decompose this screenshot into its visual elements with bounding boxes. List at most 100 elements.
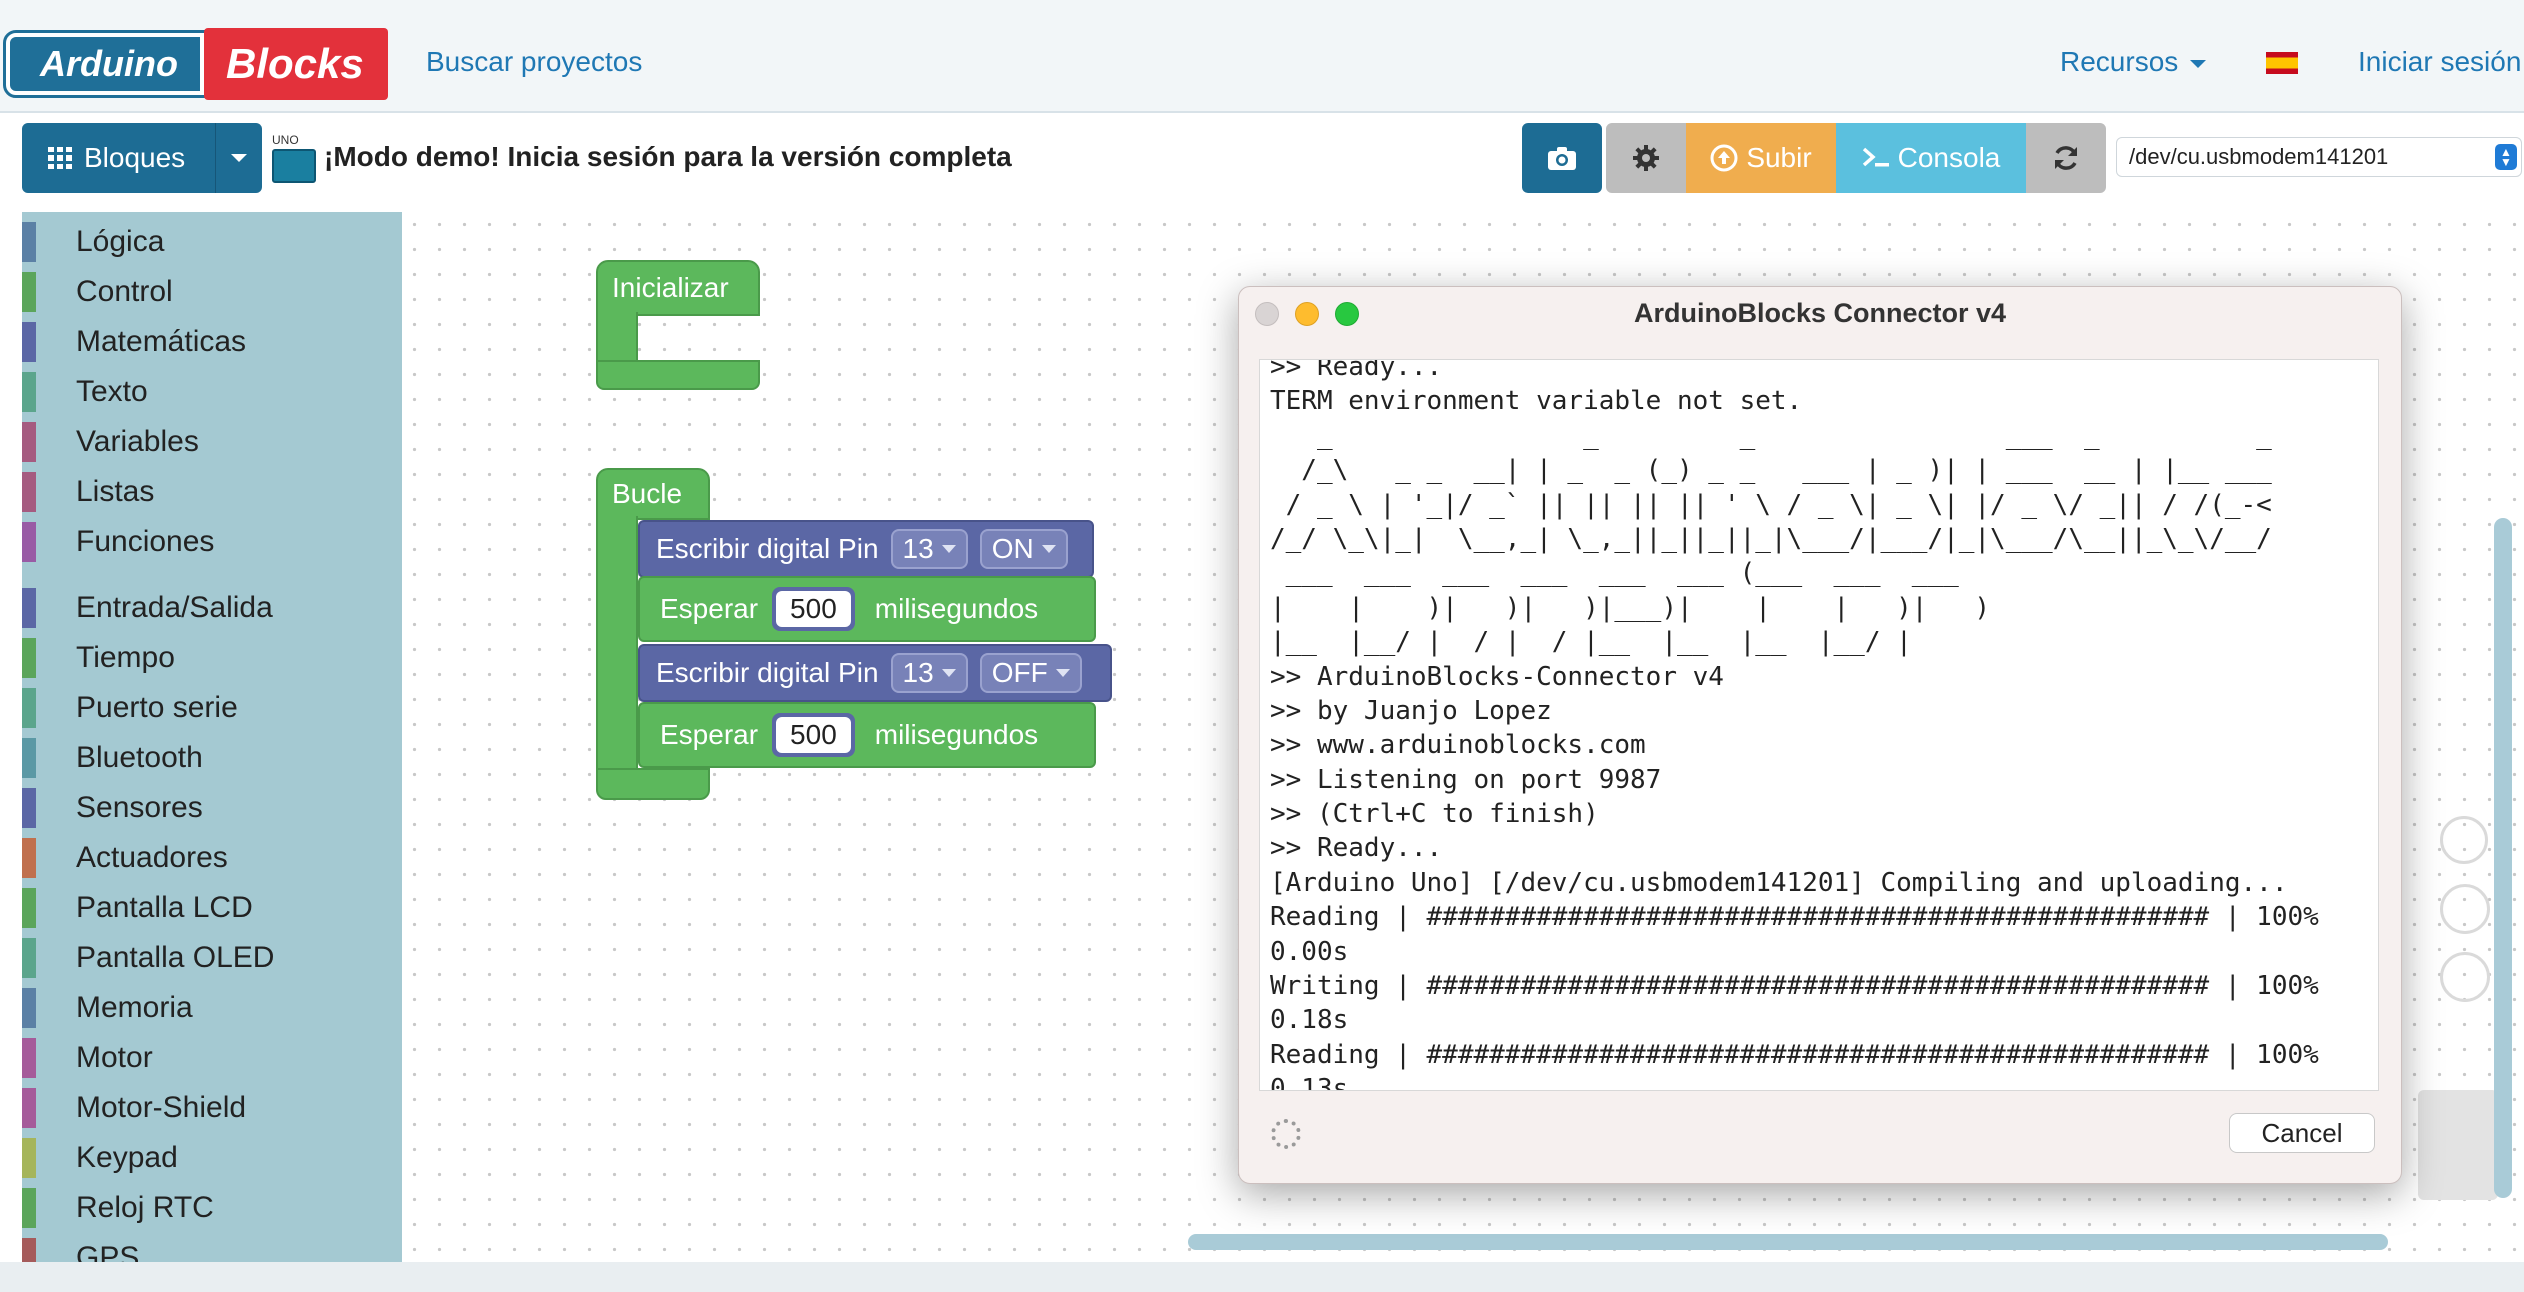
category-funciones[interactable]: Funciones — [22, 522, 402, 562]
login-link[interactable]: Iniciar sesión — [2358, 46, 2522, 77]
trash-icon[interactable] — [2418, 1090, 2498, 1200]
close-window-icon[interactable] — [1255, 302, 1279, 326]
category-color-swatch — [22, 422, 36, 462]
search-projects-link[interactable]: Buscar proyectos — [426, 46, 643, 77]
console-line: |__ |__/ | / | / |__ |__ |__ |__/ | — [1270, 627, 1912, 658]
category-puerto-serie[interactable]: Puerto serie — [22, 688, 402, 728]
resources-menu[interactable]: Recursos — [2060, 46, 2207, 78]
console-line: >> by Juanjo Lopez — [1270, 695, 1552, 726]
arduinoblocks-logo[interactable]: Arduino Blocks — [3, 28, 388, 100]
category-label: Variables — [76, 425, 199, 458]
category-control[interactable]: Control — [22, 272, 402, 312]
bottom-strip — [0, 1262, 2524, 1292]
minimize-window-icon[interactable] — [1295, 302, 1319, 326]
state-dropdown[interactable]: ON — [979, 529, 1068, 569]
state-dropdown-value: OFF — [991, 657, 1048, 688]
loop-block[interactable]: Bucle — [596, 468, 710, 520]
category-label: Tiempo — [76, 641, 175, 674]
pin-dropdown[interactable]: 13 — [890, 653, 968, 693]
settings-button[interactable] — [1606, 123, 1686, 193]
delay-label: Esperar — [660, 719, 759, 750]
category-pantalla-lcd[interactable]: Pantalla LCD — [22, 888, 402, 928]
category-bluetooth[interactable]: Bluetooth — [22, 738, 402, 778]
es-flag-icon[interactable] — [2266, 52, 2298, 74]
category-sensores[interactable]: Sensores — [22, 788, 402, 828]
category-gps[interactable]: GPS — [22, 1238, 402, 1262]
screenshot-button[interactable] — [1522, 123, 1602, 193]
upload-button-label: Subir — [1746, 142, 1812, 173]
upload-button[interactable]: Subir — [1686, 123, 1836, 193]
category-color-swatch — [22, 638, 36, 678]
console-line: Reading | ##############################… — [1270, 1039, 2319, 1070]
category-variables[interactable]: Variables — [22, 422, 402, 462]
blocks-button[interactable]: Bloques — [22, 123, 216, 193]
maximize-window-icon[interactable] — [1335, 302, 1359, 326]
setup-block[interactable]: Inicializar — [596, 260, 760, 316]
dialog-titlebar: ArduinoBlocks Connector v4 — [1239, 287, 2401, 339]
delay-value-input[interactable]: 500 — [772, 713, 855, 757]
category-actuadores[interactable]: Actuadores — [22, 838, 402, 878]
category-color-swatch — [22, 272, 36, 312]
blocks-button-group: Bloques — [22, 123, 262, 193]
digital-write-block[interactable]: Escribir digital Pin 13 ON — [638, 520, 1094, 578]
main-toolbar: Bloques UNO ¡Modo demo! Inicia sesión pa… — [0, 115, 2524, 211]
category-memoria[interactable]: Memoria — [22, 988, 402, 1028]
delay-block[interactable]: Esperar 500 milisegundos — [638, 702, 1096, 768]
digital-write-label: Escribir digital Pin — [656, 533, 879, 564]
horizontal-scrollbar[interactable] — [1188, 1234, 2388, 1250]
delay-block[interactable]: Esperar 500 milisegundos — [638, 576, 1096, 642]
digital-write-block[interactable]: Escribir digital Pin 13 OFF — [638, 644, 1112, 702]
pin-dropdown[interactable]: 13 — [890, 529, 968, 569]
category-pantalla-oled[interactable]: Pantalla OLED — [22, 938, 402, 978]
board-selector[interactable]: UNO — [272, 133, 318, 185]
category-logica[interactable]: Lógica — [22, 222, 402, 262]
console-line: >> www.arduinoblocks.com — [1270, 730, 1646, 761]
caret-down-icon — [941, 545, 956, 553]
category-motor[interactable]: Motor — [22, 1038, 402, 1078]
chevron-down-icon — [2190, 59, 2207, 68]
category-color-swatch — [22, 988, 36, 1028]
category-keypad[interactable]: Keypad — [22, 1138, 402, 1178]
category-tiempo[interactable]: Tiempo — [22, 638, 402, 678]
zoom-out-icon[interactable] — [2440, 952, 2490, 1002]
category-color-swatch — [22, 1088, 36, 1128]
console-button[interactable]: Consola — [1836, 123, 2026, 193]
dialog-title: ArduinoBlocks Connector v4 — [1633, 297, 2007, 328]
blocks-dropdown-toggle[interactable] — [216, 154, 262, 162]
category-texto[interactable]: Texto — [22, 372, 402, 412]
category-color-swatch — [22, 788, 36, 828]
category-listas[interactable]: Listas — [22, 472, 402, 512]
demo-mode-message: ¡Modo demo! Inicia sesión para la versió… — [324, 141, 1012, 172]
loop-block-foot — [596, 768, 710, 800]
refresh-ports-button[interactable] — [2026, 123, 2106, 193]
category-motor-shield[interactable]: Motor-Shield — [22, 1088, 402, 1128]
gear-icon — [1633, 145, 1659, 171]
console-line: /_/ \_\|_| \__,_| \_,_||_||_||_|\___/|__… — [1270, 523, 2272, 554]
category-reloj-rtc[interactable]: Reloj RTC — [22, 1188, 402, 1228]
cancel-button[interactable]: Cancel — [2229, 1113, 2375, 1153]
caret-down-icon — [231, 154, 247, 162]
category-color-swatch — [22, 938, 36, 978]
center-workspace-icon[interactable] — [2440, 816, 2488, 864]
category-color-swatch — [22, 838, 36, 878]
vertical-scrollbar[interactable] — [2494, 518, 2512, 1198]
console-line: _ _ _ ___ _ _ — [1270, 420, 2272, 451]
delay-value-input[interactable]: 500 — [772, 587, 855, 631]
port-select-value: /dev/cu.usbmodem141201 — [2129, 144, 2389, 169]
setup-block-label: Inicializar — [612, 272, 729, 303]
category-label: Matemáticas — [76, 325, 247, 358]
port-select[interactable]: /dev/cu.usbmodem141201 ▲▼ — [2116, 137, 2522, 177]
zoom-in-icon[interactable] — [2440, 884, 2490, 934]
state-dropdown[interactable]: OFF — [979, 653, 1082, 693]
digital-write-label: Escribir digital Pin — [656, 657, 879, 688]
category-color-swatch — [22, 1138, 36, 1178]
category-matematicas[interactable]: Matemáticas — [22, 322, 402, 362]
category-label: Reloj RTC — [76, 1191, 214, 1224]
console-line: 0.18s — [1270, 1005, 1349, 1036]
resources-label: Recursos — [2060, 46, 2179, 77]
block-categories-sidebar: Lógica Control Matemáticas Texto Variabl… — [22, 212, 402, 1262]
console-output[interactable]: >> Ready...TERM environment variable not… — [1259, 359, 2379, 1091]
loop-block-arm — [596, 516, 638, 778]
category-label: Texto — [76, 375, 148, 408]
category-entrada-salida[interactable]: Entrada/Salida — [22, 588, 402, 628]
